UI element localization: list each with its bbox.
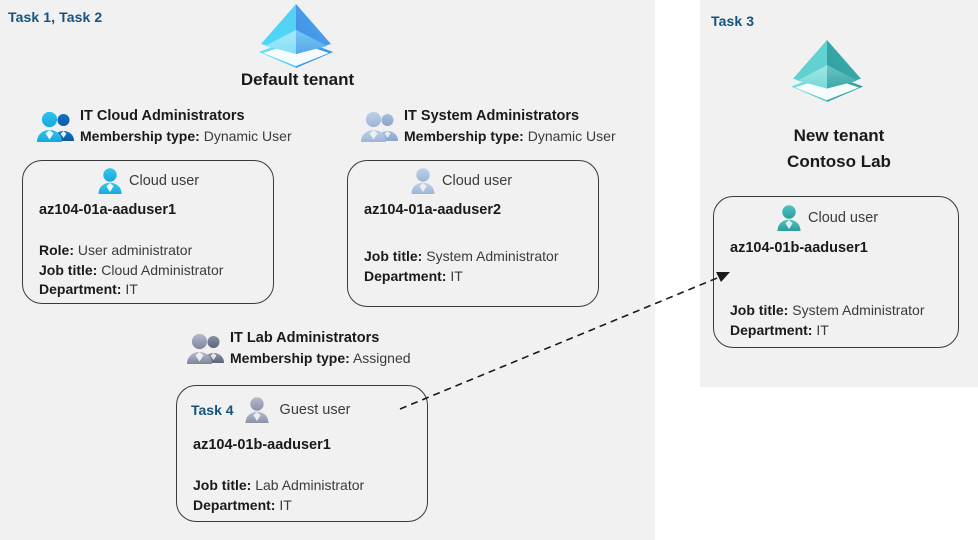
group-name: IT Lab Administrators: [230, 330, 380, 346]
prop-label: Job title:: [364, 248, 423, 264]
group-membership: Membership type: Assigned: [230, 348, 411, 369]
prop-value: User administrator: [77, 242, 193, 258]
prop-label: Department:: [39, 281, 122, 297]
group-membership-label: Membership type:: [404, 128, 524, 144]
user-prop-department: Department: IT: [39, 280, 223, 300]
user-prop-role: Role: User administrator: [39, 241, 223, 261]
prop-value: System Administrator: [426, 248, 559, 264]
group-membership-value: Dynamic User: [203, 128, 292, 144]
new-tenant-title-line2: Contoso Lab: [787, 152, 891, 171]
user-card-guest-az104-01b-aaduser1[interactable]: Task 4 Guest user az104-01b-aaduser1 Job…: [176, 385, 428, 522]
user-prop-job-title: Job title: Lab Administrator: [193, 476, 364, 496]
prop-value: Cloud Administrator: [101, 261, 224, 278]
group-membership-label: Membership type:: [80, 128, 200, 144]
default-tenant-title: Default tenant: [240, 70, 355, 89]
prop-value: IT: [279, 496, 292, 513]
card-header: Cloud user: [410, 167, 512, 195]
default-tenant-panel: [0, 0, 655, 540]
user-properties: Job title: System Administrator Departme…: [364, 247, 559, 286]
group-membership-value: Assigned: [352, 350, 411, 366]
task-label-3: Task 3: [711, 13, 755, 29]
prop-value: IT: [816, 321, 829, 338]
user-prop-job-title: Job title: System Administrator: [730, 301, 925, 321]
user-prop-job-title: Job title: System Administrator: [364, 247, 559, 267]
prop-label: Role:: [39, 242, 74, 258]
user-upn: az104-01a-aaduser2: [364, 202, 502, 218]
user-properties: Role: User administrator Job title: Clou…: [39, 241, 223, 300]
task-label-4: Task 4: [191, 402, 234, 418]
group-membership-value: Dynamic User: [527, 128, 616, 144]
guest-user-icon: [244, 396, 270, 424]
new-tenant-title-line1: New tenant: [793, 126, 885, 145]
azure-ad-tenant-icon-default: [257, 2, 335, 70]
cloud-user-icon: [410, 167, 436, 195]
user-prop-department: Department: IT: [364, 267, 559, 287]
prop-value: IT: [450, 267, 463, 284]
user-upn: az104-01b-aaduser1: [193, 437, 331, 453]
user-kind: Cloud user: [808, 210, 879, 226]
prop-label: Job title:: [193, 477, 252, 493]
group-membership: Membership type: Dynamic User: [404, 126, 616, 147]
user-kind: Cloud user: [129, 173, 200, 189]
user-kind: Guest user: [279, 402, 351, 418]
user-upn: az104-01b-aaduser1: [730, 240, 868, 256]
group-users-icon: [36, 110, 76, 144]
card-header: Cloud user: [97, 167, 199, 195]
prop-value: Lab Administrator: [255, 477, 365, 493]
azure-ad-tenant-icon-new: [789, 38, 865, 104]
prop-label: Department:: [193, 496, 276, 513]
user-prop-department: Department: IT: [730, 321, 925, 341]
prop-label: Department:: [364, 267, 447, 284]
prop-label: Department:: [730, 321, 813, 338]
cloud-user-icon: [776, 204, 802, 232]
group-users-icon: [186, 332, 226, 366]
user-card-az104-01a-aaduser2[interactable]: Cloud user az104-01a-aaduser2 Job title:…: [347, 160, 599, 307]
prop-value: System Administrator: [792, 302, 925, 318]
user-properties: Job title: System Administrator Departme…: [730, 301, 925, 340]
group-membership: Membership type: Dynamic User: [80, 126, 292, 147]
card-header: Task 4 Guest user: [191, 396, 350, 424]
user-card-az104-01a-aaduser1[interactable]: Cloud user az104-01a-aaduser1 Role: User…: [22, 160, 274, 304]
group-membership-label: Membership type:: [230, 350, 350, 366]
card-header: Cloud user: [776, 204, 878, 232]
prop-value: IT: [125, 281, 138, 297]
user-prop-department: Department: IT: [193, 496, 364, 516]
user-upn: az104-01a-aaduser1: [39, 202, 177, 218]
user-prop-job-title: Job title: Cloud Administrator: [39, 261, 223, 281]
group-name: IT Cloud Administrators: [80, 108, 245, 124]
prop-label: Job title:: [39, 261, 98, 278]
prop-label: Job title:: [730, 302, 789, 318]
task-label-1-2: Task 1, Task 2: [8, 9, 103, 25]
user-properties: Job title: Lab Administrator Department:…: [193, 476, 364, 515]
group-name: IT System Administrators: [404, 108, 580, 124]
user-card-az104-01b-aaduser1-new-tenant[interactable]: Cloud user az104-01b-aaduser1 Job title:…: [713, 196, 959, 348]
group-users-icon: [360, 110, 400, 144]
cloud-user-icon: [97, 167, 123, 195]
user-kind: Cloud user: [442, 173, 513, 189]
